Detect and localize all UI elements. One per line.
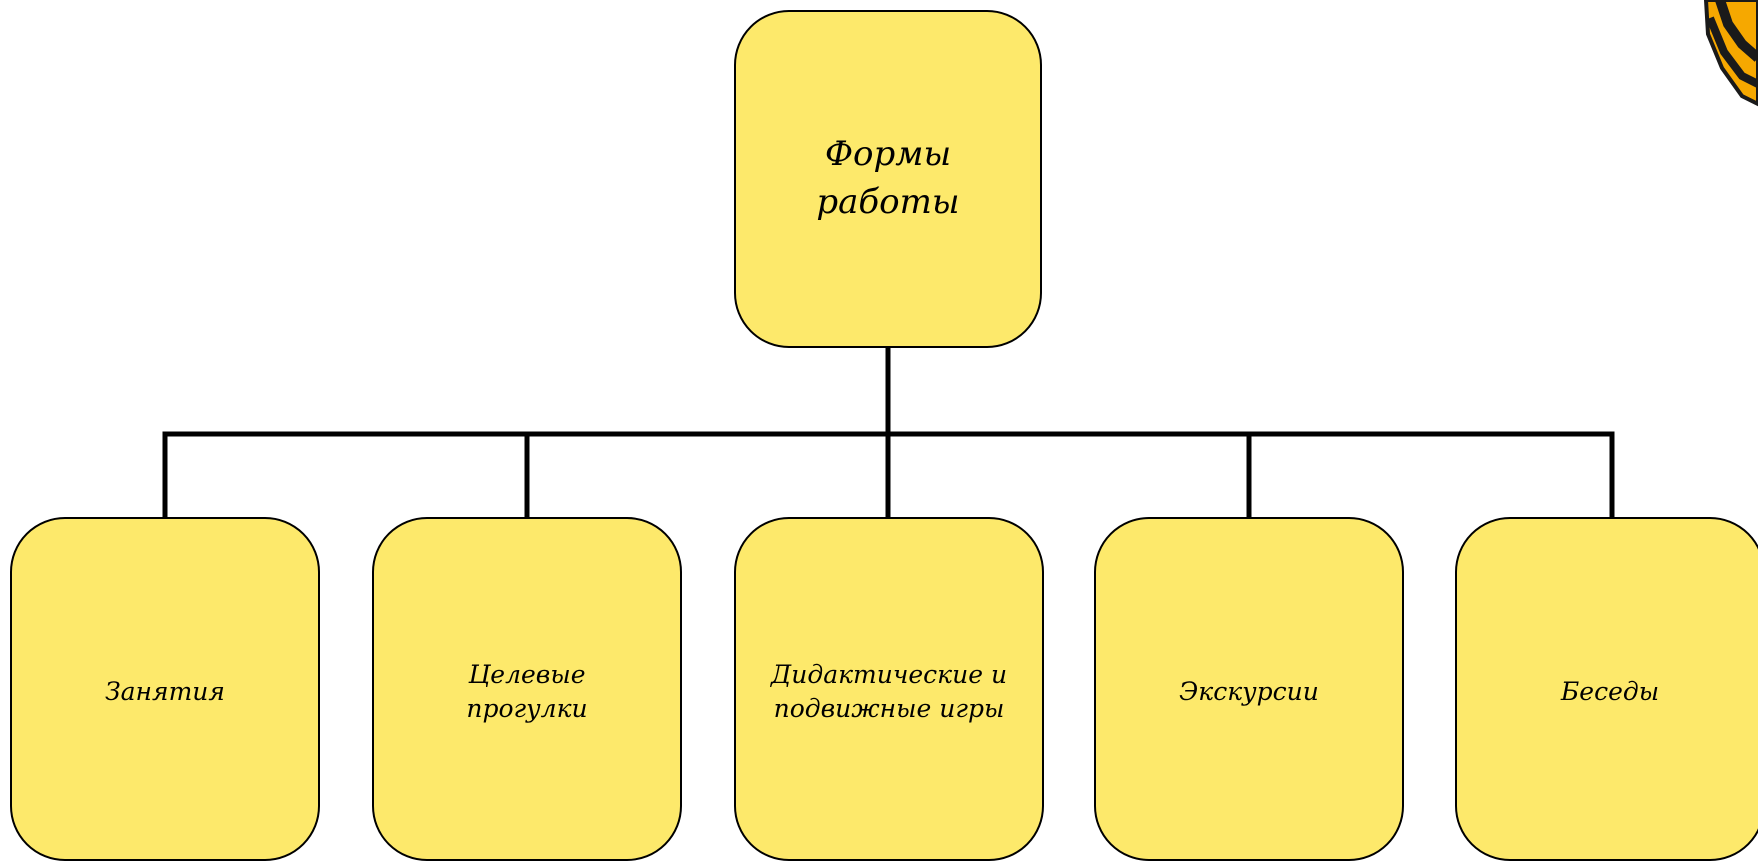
child-node-excursions: Экскурсии xyxy=(1094,517,1404,861)
root-node: Формы работы xyxy=(734,10,1042,348)
child-node-label: Целевые прогулки xyxy=(466,660,588,723)
child-node-label: Экскурсии xyxy=(1179,677,1319,707)
child-node-games: Дидактические и подвижные игры xyxy=(734,517,1044,861)
child-node-label: Занятия xyxy=(105,677,225,707)
bee-decoration-icon xyxy=(1703,0,1758,107)
child-node-label: Беседы xyxy=(1560,677,1660,707)
child-node-label: Дидактические и подвижные игры xyxy=(770,660,1008,723)
child-node-talks: Беседы xyxy=(1455,517,1758,861)
child-node-walks: Целевые прогулки xyxy=(372,517,682,861)
root-node-label: Формы работы xyxy=(816,134,960,222)
child-node-classes: Занятия xyxy=(10,517,320,861)
